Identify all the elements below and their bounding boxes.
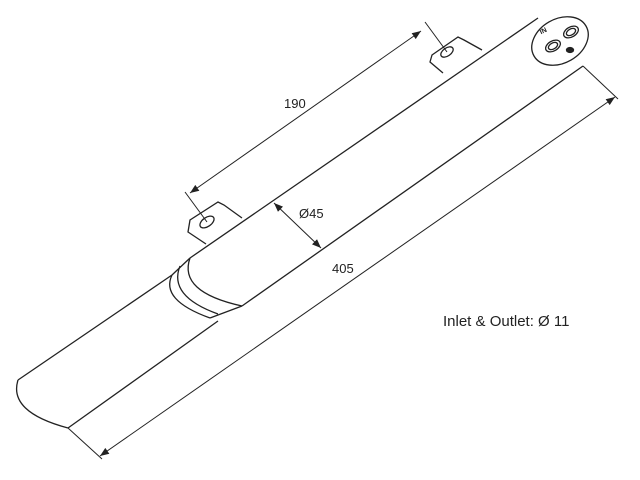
- outlet-port: [562, 25, 580, 39]
- tube-end-cap: [531, 16, 589, 66]
- bracket-top: [429, 36, 483, 74]
- tube-band: [169, 257, 243, 319]
- inlet-port: [544, 39, 562, 53]
- bracket-bottom: [187, 201, 243, 245]
- dimension-diameter-label: Ø45: [299, 206, 324, 221]
- sensor-plug: [565, 46, 575, 54]
- dimension-190: [184, 21, 448, 223]
- upper-tube: [189, 16, 589, 307]
- dimension-190-label: 190: [284, 96, 306, 111]
- dimension-405-label: 405: [332, 261, 354, 276]
- inlet-outlet-note: Inlet & Outlet: Ø 11: [443, 313, 570, 330]
- dimension-405: [67, 65, 619, 460]
